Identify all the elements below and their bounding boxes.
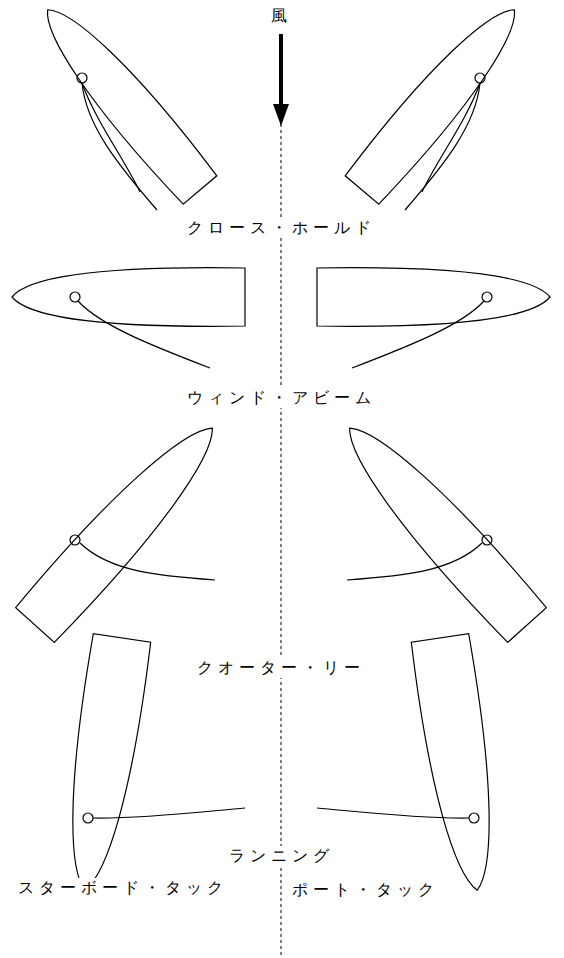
mast [70,292,80,302]
sail [82,83,157,210]
boat-group-mirrored [317,0,550,895]
sail [93,808,245,818]
hull [12,268,245,327]
mast [70,535,80,545]
mast [83,813,93,823]
point-of-sail-label: クオーター・リー [195,658,367,678]
tack-label: スターボード・タック [16,878,230,898]
tack-label: ポート・タック [290,880,441,900]
sail [78,301,210,368]
wind-axis [281,40,282,958]
wind-arrowhead [273,104,289,126]
hull [15,410,233,644]
wind-arrow [279,34,283,108]
hull [29,0,219,206]
wind-label: 風 [269,6,294,26]
hull [55,634,151,895]
boat-group [12,0,245,895]
sail [80,543,215,580]
mast [77,73,87,83]
sail [82,83,140,192]
point-of-sail-label: クロース・ホールド [185,218,378,238]
point-of-sail-label: ウィンド・アビーム [185,388,378,408]
point-of-sail-label: ランニング [227,846,336,866]
